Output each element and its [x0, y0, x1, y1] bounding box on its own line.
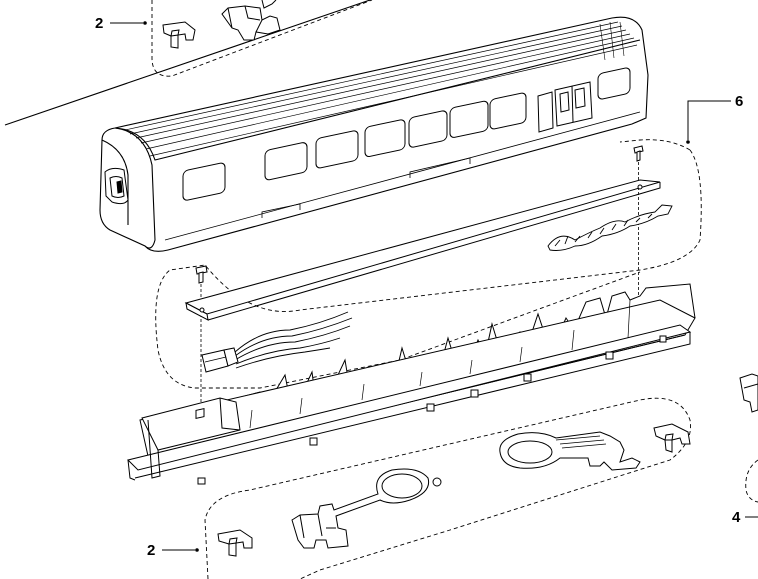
light-bar-strip: [184, 179, 661, 321]
coach-side-windows: [182, 67, 631, 201]
coupler-arm-bottom: [291, 468, 442, 549]
chassis-frame: [127, 283, 696, 485]
callout-2-top: 2: [95, 15, 104, 32]
screw-left: [195, 265, 208, 420]
coupler-clip-bottom-right: [653, 423, 691, 453]
coupler-clip-bottom-left: [217, 529, 253, 557]
callout-2-bottom: 2: [147, 542, 156, 559]
decoder-cable-right: [547, 204, 673, 251]
partial-part-4: [739, 373, 758, 413]
dashed-group-top-2: [151, 0, 373, 77]
coupler-clip-top-small: [162, 21, 196, 49]
dashed-group-6-top-arc: [619, 139, 691, 151]
wire-harness-left: [234, 311, 353, 369]
coach-end-window: [104, 167, 129, 205]
connector-plug: [201, 347, 239, 373]
dashed-group-4: [745, 459, 758, 503]
callout-4: 4: [732, 509, 741, 526]
dashed-group-bottom-2: [204, 397, 692, 579]
callout-6: 6: [735, 93, 744, 110]
coupler-arm-bottom-right: [499, 431, 641, 471]
coach-doors: [537, 81, 593, 133]
section-divider-line: [4, 0, 371, 126]
callout-leaders: [110, 21, 758, 552]
coupler-clip-top-large: [221, 0, 281, 41]
